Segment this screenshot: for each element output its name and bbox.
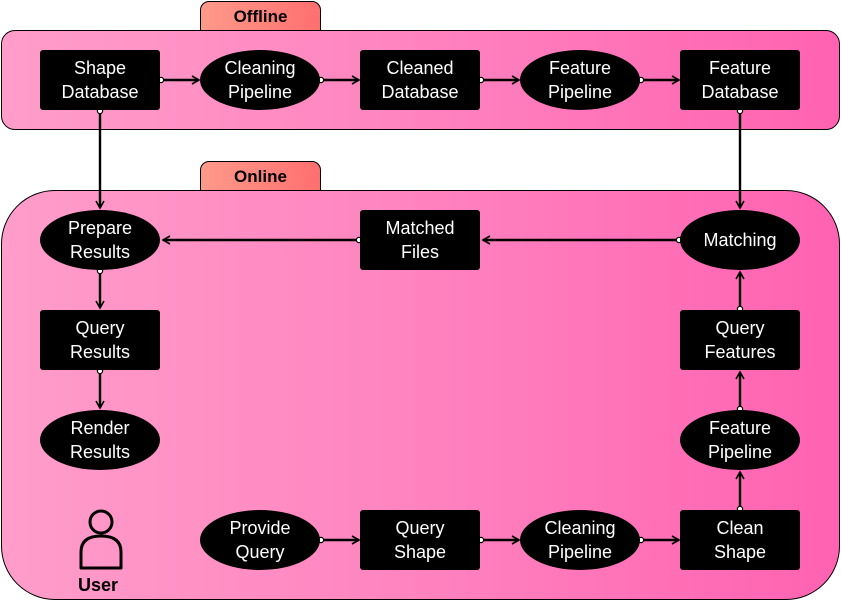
node-render-results: Render Results [40, 410, 160, 470]
online-tab-label: Online [234, 167, 287, 186]
node-feature-pipeline-offline: Feature Pipeline [520, 50, 640, 110]
node-matched-files: Matched Files [360, 210, 480, 270]
node-shape-database: Shape Database [40, 50, 160, 110]
offline-tab-label: Offline [233, 7, 288, 26]
online-tab: Online [200, 161, 321, 191]
node-query-features: Query Features [680, 310, 800, 370]
node-clean-shape: Clean Shape [680, 510, 800, 570]
node-cleaning-pipeline-offline: Cleaning Pipeline [200, 50, 320, 110]
user-icon [79, 509, 123, 570]
node-cleaning-pipeline-online: Cleaning Pipeline [520, 510, 640, 570]
node-query-shape: Query Shape [360, 510, 480, 570]
node-cleaned-database: Cleaned Database [360, 50, 480, 110]
node-matching: Matching [680, 210, 800, 270]
node-provide-query: Provide Query [200, 510, 320, 570]
node-feature-pipeline-online: Feature Pipeline [680, 410, 800, 470]
node-prepare-results: Prepare Results [40, 210, 160, 270]
offline-tab: Offline [200, 1, 321, 31]
node-query-results: Query Results [40, 310, 160, 370]
node-feature-database: Feature Database [680, 50, 800, 110]
user-label: User [78, 575, 119, 595]
